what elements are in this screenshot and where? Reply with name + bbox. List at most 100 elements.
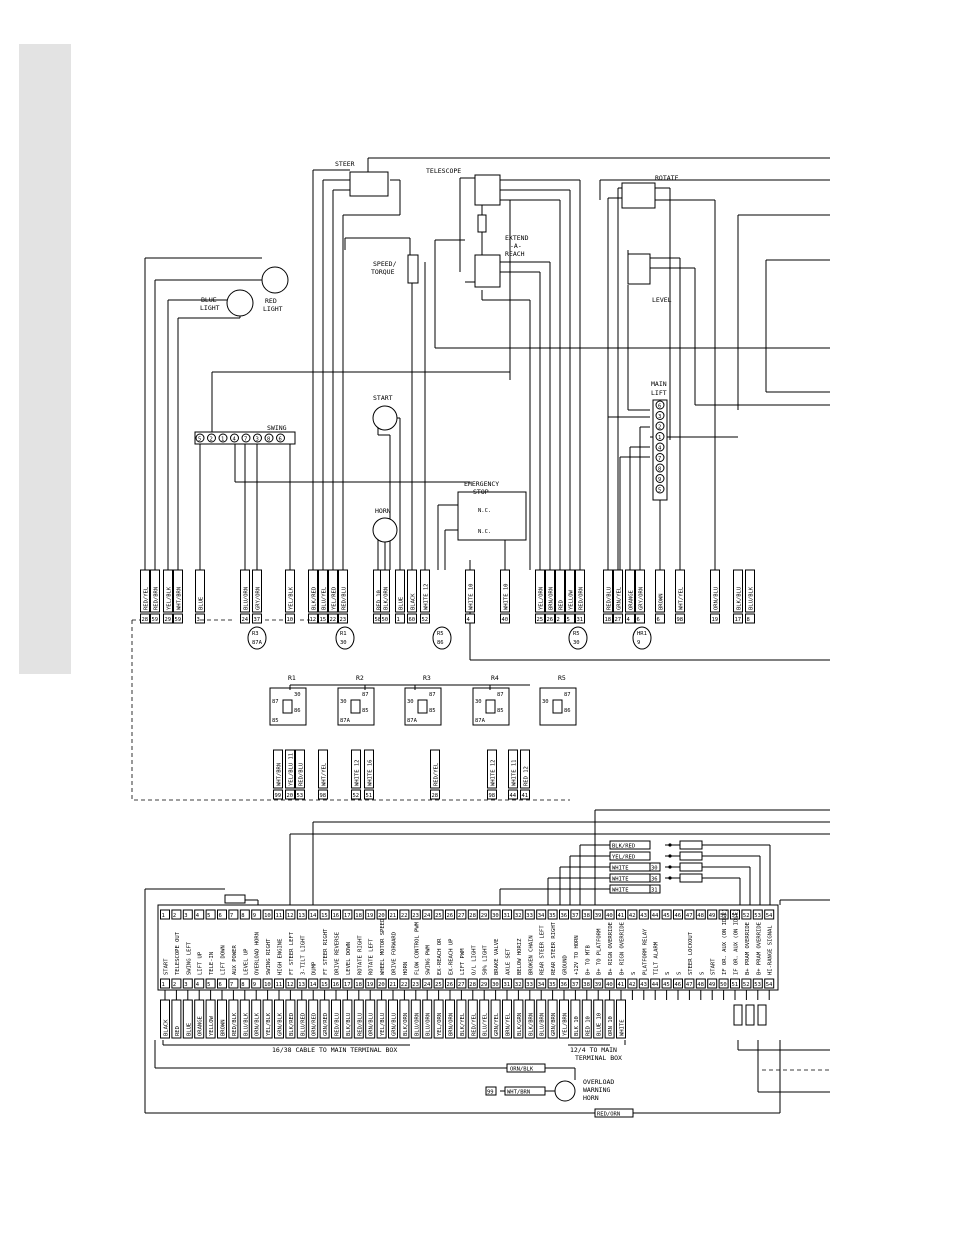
blue-light <box>226 289 254 317</box>
terminal-function: S <box>677 972 683 975</box>
relay-pin: 30 <box>340 699 347 705</box>
terminal-wire-label: BLU/BRN <box>540 1013 546 1036</box>
terminal-wire-label: WHITE <box>620 1019 626 1036</box>
upper-wire-label-box <box>710 569 720 613</box>
terminal-function: B+ PRAM OVERRIDE <box>756 922 762 975</box>
terminal-number-box <box>353 909 364 920</box>
red-light-label-2: LIGHT <box>263 305 283 313</box>
terminal-wire-label-box <box>274 999 284 1039</box>
terminal-wire-label-box <box>262 999 273 1039</box>
upper-wire-label: YEL/BLK <box>167 586 173 610</box>
relay-blocks: R187308685R230878587AR330878587AR4308785… <box>269 674 577 726</box>
terminal-function: 50% LIGHT <box>483 945 489 975</box>
swing-pin-number: 5 <box>198 437 201 443</box>
upper-wire-label-box <box>575 569 585 613</box>
terminal-number-bottom: 40 <box>606 982 613 988</box>
upper-wire-label-num: 1 <box>397 617 400 623</box>
terminal-number-box <box>661 978 672 989</box>
terminal-number-bottom: 51 <box>732 982 739 988</box>
terminal-number-box <box>205 978 216 989</box>
relay-wire-label-box <box>318 749 328 789</box>
relay-pin: 87 <box>497 692 504 698</box>
terminal-number: 16 <box>333 913 340 919</box>
rotate-connector <box>621 182 656 209</box>
terminal-wire-label: RED/BLU <box>335 1013 341 1036</box>
terminal-wire-label: BLK 10 <box>574 1016 580 1036</box>
side-wire-box <box>609 851 651 861</box>
relay-pin: 85 <box>497 708 504 714</box>
terminal-wire-label-box <box>331 999 341 1039</box>
terminal-number-box <box>593 978 604 989</box>
terminal-wire-label: ORN/RED <box>312 1013 318 1036</box>
terminal-wire-label-box <box>547 999 558 1039</box>
side-wire-label: WHITE <box>612 866 629 872</box>
terminal-number-box <box>205 909 216 920</box>
steer-label: STEER <box>335 160 355 168</box>
terminal-wire-label-box <box>593 999 604 1039</box>
terminal-wire-label: ORN/BLU <box>369 1013 375 1036</box>
terminal-number-bottom: 1 <box>162 982 165 988</box>
relay-wire-label-box <box>508 749 518 789</box>
terminal-function: LEVEL DOWN <box>346 942 352 975</box>
terminal-function: REAR STEER RIGHT <box>551 921 557 975</box>
swing-pin-number: 8 <box>267 437 270 443</box>
terminal-wire-label-box <box>616 999 626 1039</box>
terminal-wire-label: ORANGE <box>198 1016 204 1036</box>
terminal-number-bottom: 24 <box>424 982 431 988</box>
side-wire-label: YEL/RED <box>612 855 635 861</box>
terminal-number-box <box>353 978 364 989</box>
terminal-wire-label-box <box>502 999 512 1039</box>
overload-horn-label-2: WARNING <box>583 1086 610 1094</box>
terminal-function: BELOW HORIZ <box>517 938 523 975</box>
terminal-wire-label: BRN/ORN <box>449 1013 455 1036</box>
terminal-number-bottom: 46 <box>675 982 682 988</box>
terminal-number-box <box>376 909 387 920</box>
terminal-number-bottom: 42 <box>629 982 636 988</box>
terminal-function: IF OR. AUX (ON IDLE) <box>734 909 740 975</box>
terminal-wire-label: BLK/BRN <box>528 1013 534 1036</box>
terminal-number-bottom: 53 <box>754 982 761 988</box>
terminal-wire-label-box <box>433 999 444 1039</box>
upper-wire-label-num: 60 <box>409 617 416 623</box>
relay-ref-bottom: 30 <box>573 640 580 646</box>
swing-pin <box>253 433 262 443</box>
terminal-number: 10 <box>264 913 271 919</box>
relay-wire-label: RED/BLU <box>299 763 305 786</box>
relay-wire-label: WHITE 16 <box>368 760 374 787</box>
relay-coil <box>350 699 361 714</box>
terminal-number-box <box>536 909 547 920</box>
relay-r1 <box>269 687 307 726</box>
terminal-wire-label-box <box>445 999 455 1039</box>
relay-wire-label-num: 28 <box>432 793 439 799</box>
terminal-wire-label-box <box>296 999 307 1039</box>
relay-wire-label-box <box>351 749 361 789</box>
relay-pin: 85 <box>362 708 369 714</box>
relay-wire-label: RED/YEL <box>434 762 440 786</box>
terminal-number-box <box>479 978 490 989</box>
terminal-number-box <box>479 909 490 920</box>
upper-wire-label-box <box>380 569 390 613</box>
upper-wire-label-box <box>635 569 645 613</box>
terminal-function: TELE-IN <box>209 952 215 975</box>
upper-wire-label-box <box>328 569 338 613</box>
terminal-number: 47 <box>686 913 693 919</box>
red-light-label: RED <box>265 297 277 305</box>
terminal-number-box <box>296 909 307 920</box>
terminal-number-box <box>433 978 444 989</box>
terminal-number-box <box>547 909 558 920</box>
terminal-function: EX-REACH OR <box>437 938 443 975</box>
speed-torque-label: SPEED/ <box>373 260 397 268</box>
upper-wire-label-num: 25 <box>537 617 544 623</box>
terminal-number-box <box>182 978 193 989</box>
level-label: LEVEL <box>652 296 672 304</box>
terminal-wire-label-box <box>490 999 501 1039</box>
upper-wire-label-num: 6 <box>637 617 640 623</box>
terminal-wire-label: GRN/BRN <box>551 1013 557 1036</box>
upper-wire-label-box <box>500 569 510 613</box>
upper-wire-label-num-box <box>465 613 475 624</box>
terminal-number: 54 <box>766 913 773 919</box>
terminal-number-box <box>650 978 661 989</box>
terminal-number-box <box>217 909 227 920</box>
side-wire-label: WHITE <box>612 877 629 883</box>
terminal-wire-label: RED <box>175 1026 181 1036</box>
